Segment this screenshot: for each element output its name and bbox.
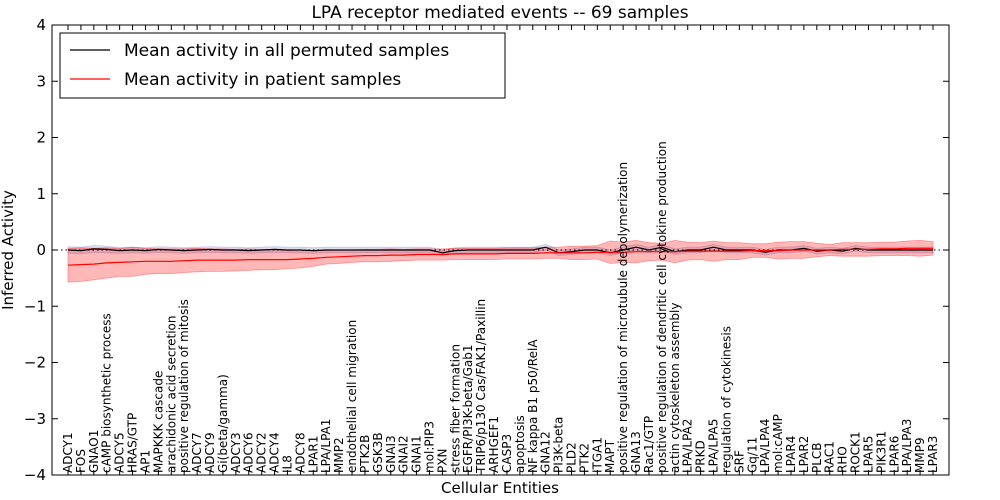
x-tick-label: PTK2B (358, 435, 372, 473)
x-tick-label: ADCY2 (255, 432, 269, 473)
x-tick-label: LPAR5 (861, 436, 875, 473)
x-tick-label: GSK3B (371, 432, 385, 473)
x-tick-label: PI3K-beta (552, 417, 566, 473)
x-tick-label: ADCY8 (293, 432, 307, 473)
x-tick-label: LPA/LPA5 (707, 419, 721, 473)
x-tick-label: positive regulation of mitosis (177, 299, 191, 473)
x-tick-label: GNA13 (629, 431, 643, 473)
x-tick-label: ARHGEF1 (487, 416, 501, 473)
x-tick-label: GNAI3 (384, 435, 398, 473)
x-tick-label: HRAS/GTP (126, 413, 140, 473)
x-tick-label: GNAI1 (410, 435, 424, 473)
y-tick-label: −4 (24, 466, 46, 484)
x-tick-label: SRF (732, 450, 746, 473)
x-tick-label: LPAR4 (784, 436, 798, 473)
x-axis-label: Cellular Entities (441, 479, 559, 497)
y-tick-label: −3 (24, 410, 46, 428)
x-tick-label: GNA12 (539, 431, 553, 473)
y-axis-label: Inferred Activity (0, 190, 17, 310)
x-tick-label: CASP3 (500, 434, 514, 473)
x-tick-label: LPAR3 (926, 436, 940, 473)
y-tick-label: 1 (36, 185, 46, 203)
x-tick-label: MAPKKK cascade (151, 371, 165, 473)
x-tick-label: PXN (435, 449, 449, 473)
chart-title: LPA receptor mediated events -- 69 sampl… (311, 3, 688, 23)
x-tick-label: ADCY5 (113, 432, 127, 473)
x-tick-label: RHO (836, 446, 850, 473)
x-tick-label: IL8 (281, 455, 295, 473)
y-tick-label: 4 (36, 16, 46, 34)
x-tick-label: positive regulation of dendritic cell cy… (655, 141, 669, 473)
x-tick-label: GNAI2 (397, 435, 411, 473)
x-tick-label: MMP2 (332, 437, 346, 473)
x-tick-label: arachidonic acid secretion (164, 316, 178, 473)
y-tick-label: 3 (36, 72, 46, 90)
legend-label-patient: Mean activity in patient samples (124, 70, 401, 90)
x-tick-label: ITGA1 (590, 437, 604, 473)
x-tick-label: LPA/LPA2 (681, 419, 695, 473)
x-tick-label: RAC1 (823, 441, 837, 473)
x-tick-label: LPAR6 (887, 436, 901, 473)
x-tick-label: apoptosis (513, 415, 527, 473)
x-tick-label: ADCY9 (203, 432, 217, 473)
x-tick-label: regulation of cytokinesis (719, 326, 733, 473)
legend-label-permuted: Mean activity in all permuted samples (124, 41, 449, 61)
x-tick-label: MAPT (603, 439, 617, 473)
series-line-patient (67, 247, 933, 266)
x-tick-label: EGFR/PI3K-beta/Gab1 (461, 344, 475, 473)
x-tick-label: LPA/LPA1 (319, 419, 333, 473)
x-tick-label: ADCY7 (190, 432, 204, 473)
x-tick-label: ADCY1 (61, 432, 75, 473)
x-tick-label: LPAR1 (306, 436, 320, 473)
x-tick-label: GNAO1 (87, 430, 101, 473)
x-tick-label: PTK2 (577, 443, 591, 473)
x-tick-label: ROCK1 (849, 431, 863, 473)
x-tick-label: cAMP biosynthetic process (100, 313, 114, 473)
x-tick-label: LPA/LPA4 (758, 419, 772, 473)
x-tick-label: AP1 (139, 450, 153, 473)
x-tick-label: mol:cAMP (771, 414, 785, 473)
x-tick-label: FOS (74, 449, 88, 473)
x-tick-label: LPAR2 (797, 436, 811, 473)
y-axis-ticks: −4 −3 −2 −1 0 1 2 3 4 (24, 16, 949, 484)
x-tick-label: MMP9 (913, 437, 927, 473)
x-tick-label: PIK3R1 (874, 431, 888, 473)
x-tick-label: ADCY3 (229, 432, 243, 473)
x-tick-label: LPA/LPA3 (900, 419, 914, 473)
x-tick-label: actin cytoskeleton assembly (668, 303, 682, 473)
x-tick-label: TRIP6/p130 Cas/FAK1/Paxillin (474, 299, 488, 474)
x-tick-label: stress fiber formation (448, 344, 462, 473)
legend: Mean activity in all permuted samples Me… (59, 32, 506, 99)
x-tick-label: positive regulation of microtubule depol… (616, 162, 630, 473)
x-tick-label: PRKD (694, 440, 708, 473)
legend-box (59, 32, 506, 99)
x-tick-label: Rac1/GTP (642, 416, 656, 473)
y-tick-label: 2 (36, 129, 46, 147)
y-tick-label: −1 (24, 297, 46, 315)
x-tick-label: PLCB (810, 442, 824, 473)
x-tick-label: PLD2 (565, 442, 579, 473)
x-tick-label: endothelial cell migration (345, 320, 359, 473)
y-tick-label: −2 (24, 354, 46, 372)
y-tick-label: 0 (36, 241, 46, 259)
x-tick-label: mol:PIP3 (423, 421, 437, 473)
series-lines (67, 246, 933, 266)
x-tick-label: ADCY4 (268, 432, 282, 473)
x-tick-label: Gq/11 (745, 437, 759, 473)
x-tick-label: NF kappa B1 p50/RelA (526, 339, 540, 473)
x-tick-label: Gi(beta/gamma) (216, 374, 230, 473)
x-tick-label: ADCY6 (242, 432, 256, 473)
